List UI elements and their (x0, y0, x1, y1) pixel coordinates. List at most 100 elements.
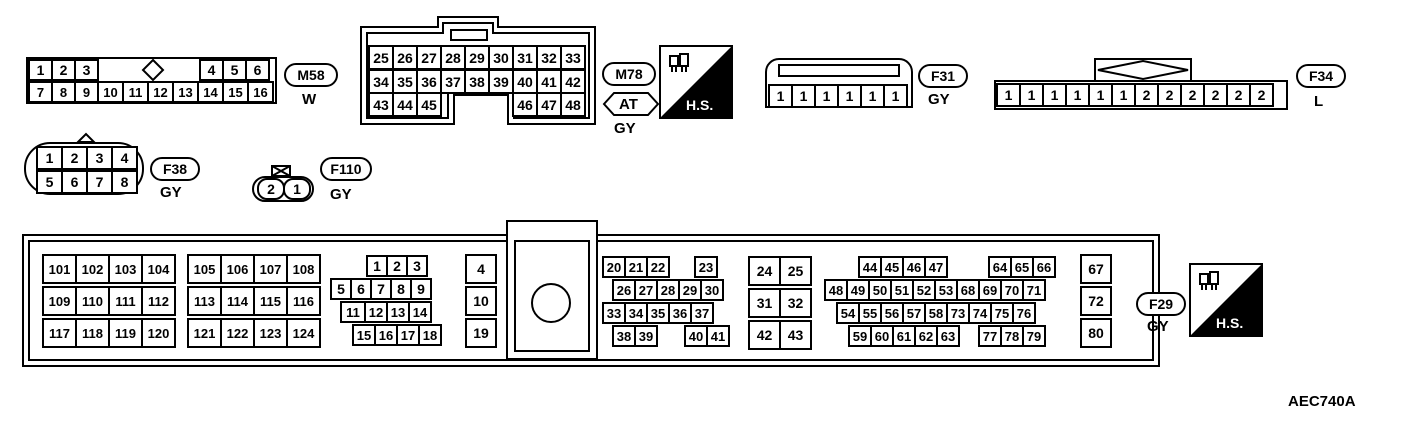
pin-m58-14: 14 (197, 81, 224, 103)
pin-f29-28: 28 (656, 279, 680, 301)
pin-f29-107: 107 (253, 254, 288, 284)
pin-f29-78: 78 (1000, 325, 1024, 347)
pin-f38-5: 5 (36, 170, 63, 194)
pin-f29-7: 7 (370, 278, 392, 300)
pin-f29-53: 53 (934, 279, 958, 301)
pin-f29-121: 121 (187, 318, 222, 348)
pin-f29-20: 20 (602, 256, 626, 278)
pin-m78-35: 35 (392, 69, 418, 94)
pin-f29-65: 65 (1010, 256, 1034, 278)
pin-f38-7: 7 (86, 170, 113, 194)
pin-m78-29: 29 (464, 45, 490, 70)
pin-f29-80: 80 (1080, 318, 1112, 348)
pin-f29-31: 31 (748, 288, 781, 318)
pin-f29-34: 34 (624, 302, 648, 324)
pin-f29-70: 70 (1000, 279, 1024, 301)
pin-m78-25: 25 (368, 45, 394, 70)
pin-f29-112: 112 (141, 286, 176, 316)
pin-f34-1: 1 (1111, 83, 1136, 107)
pin-m78-38: 38 (464, 69, 490, 94)
m58-key-diamond (141, 58, 165, 82)
pin-f29-25: 25 (779, 256, 812, 286)
pin-m78-47: 47 (536, 92, 562, 117)
f34-key (1094, 58, 1192, 82)
pin-f31-1: 1 (791, 84, 816, 108)
pin-f29-12: 12 (364, 301, 388, 323)
pin-f29-49: 49 (846, 279, 870, 301)
f29-center-hole (531, 283, 571, 323)
pin-f34-1: 1 (996, 83, 1021, 107)
pin-f29-6: 6 (350, 278, 372, 300)
pin-f34-1: 1 (1065, 83, 1090, 107)
pin-m78-33: 33 (560, 45, 586, 70)
pin-f29-4: 4 (465, 254, 497, 284)
pin-m78-26: 26 (392, 45, 418, 70)
pin-f29-22: 22 (646, 256, 670, 278)
pin-f29-33: 33 (602, 302, 626, 324)
pin-f29-39: 39 (634, 325, 658, 347)
pin-f29-101: 101 (42, 254, 77, 284)
pin-f29-62: 62 (914, 325, 938, 347)
pin-f29-115: 115 (253, 286, 288, 316)
pin-m78-37: 37 (440, 69, 466, 94)
pin-m78-32: 32 (536, 45, 562, 70)
pin-f29-102: 102 (75, 254, 110, 284)
pin-f29-119: 119 (108, 318, 143, 348)
pin-f29-52: 52 (912, 279, 936, 301)
pin-f29-9: 9 (410, 278, 432, 300)
pin-m58-5: 5 (222, 59, 247, 81)
pin-f29-57: 57 (902, 302, 926, 324)
pin-m58-6: 6 (245, 59, 270, 81)
pin-f29-73: 73 (946, 302, 970, 324)
pin-m78-40: 40 (512, 69, 538, 94)
color-label-f34: L (1314, 93, 1324, 110)
pin-f29-13: 13 (386, 301, 410, 323)
pin-f29-67: 67 (1080, 254, 1112, 284)
pin-f29-116: 116 (286, 286, 321, 316)
pin-f29-71: 71 (1022, 279, 1046, 301)
pin-m78-43: 43 (368, 92, 394, 117)
pin-f29-77: 77 (978, 325, 1002, 347)
pin-m78-45: 45 (416, 92, 442, 117)
pin-f29-69: 69 (978, 279, 1002, 301)
pin-f29-123: 123 (253, 318, 288, 348)
pin-f34-1: 1 (1088, 83, 1113, 107)
f31-slot (778, 64, 900, 77)
pin-f29-3: 3 (406, 255, 428, 277)
pin-f29-32: 32 (779, 288, 812, 318)
pin-m78-31: 31 (512, 45, 538, 70)
connector-id-m78: M78 (602, 62, 656, 86)
pin-m58-15: 15 (222, 81, 249, 103)
pin-f29-72: 72 (1080, 286, 1112, 316)
color-label-f29: GY (1147, 318, 1169, 335)
pin-f34-2: 2 (1203, 83, 1228, 107)
pin-m58-13: 13 (172, 81, 199, 103)
pin-f29-66: 66 (1032, 256, 1056, 278)
at-tag-shape (602, 92, 660, 116)
pin-m58-7: 7 (28, 81, 53, 103)
pin-f29-10: 10 (465, 286, 497, 316)
pin-f29-19: 19 (465, 318, 497, 348)
f38-key-triangle (75, 132, 97, 143)
pin-m58-12: 12 (147, 81, 174, 103)
pin-f29-113: 113 (187, 286, 222, 316)
pin-f29-30: 30 (700, 279, 724, 301)
pin-f29-68: 68 (956, 279, 980, 301)
pin-f34-2: 2 (1157, 83, 1182, 107)
pin-f31-1: 1 (814, 84, 839, 108)
pin-f29-104: 104 (141, 254, 176, 284)
figure-code: AEC740A (1288, 393, 1356, 410)
pin-f29-105: 105 (187, 254, 222, 284)
pin-f29-1: 1 (366, 255, 388, 277)
pin-f29-17: 17 (396, 324, 420, 346)
pin-m78-28: 28 (440, 45, 466, 70)
pin-f29-48: 48 (824, 279, 848, 301)
connector-id-f110: F110 (320, 157, 372, 181)
pin-f29-51: 51 (890, 279, 914, 301)
m78-latch (450, 29, 488, 41)
m78-housing (360, 16, 596, 125)
connector-id-f29: F29 (1136, 292, 1186, 316)
connector-id-m58: M58 (284, 63, 338, 87)
pin-f38-1: 1 (36, 146, 63, 170)
